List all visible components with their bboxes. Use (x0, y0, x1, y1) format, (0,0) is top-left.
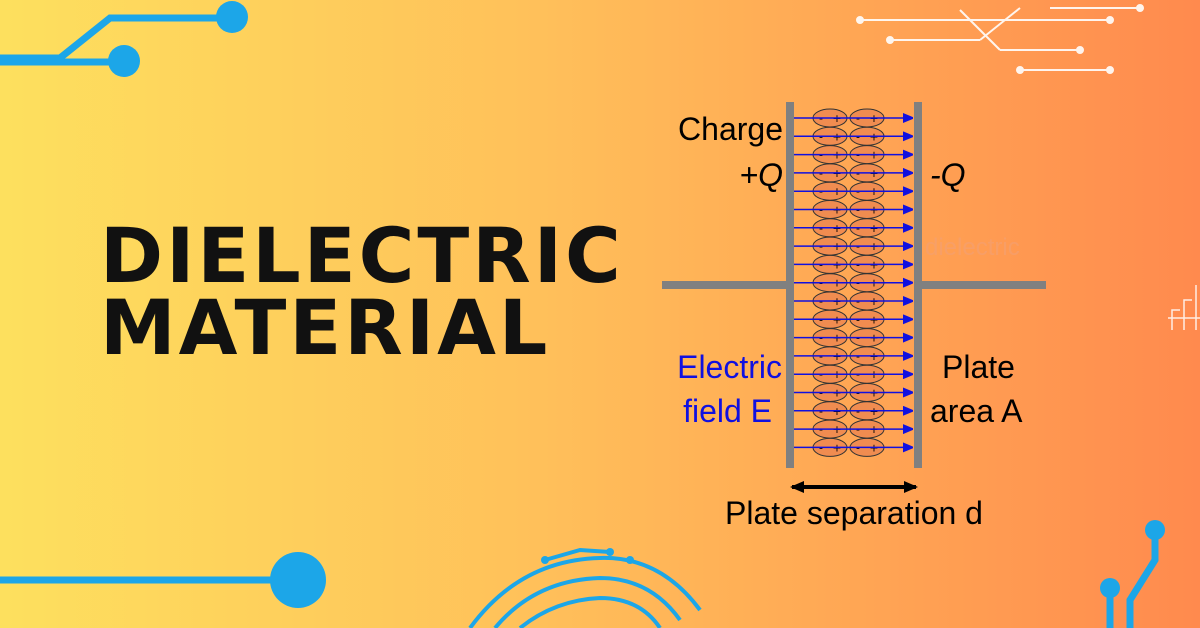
circuit-node-icon (216, 1, 248, 33)
plate-negative (914, 102, 922, 468)
plus-q-label: +Q (739, 157, 783, 193)
circuit-node-icon (108, 45, 140, 77)
circuit-swirl-bottom (468, 547, 702, 628)
page-title-line-1: DIELECTRIC (100, 211, 624, 300)
charge-label: Charge (678, 111, 783, 147)
page-title-line-2: MATERIAL (100, 283, 551, 372)
dielectric-label: dielectric (925, 234, 1020, 261)
plate-area-label-line1: Plate (942, 349, 1015, 385)
field-lines (794, 118, 912, 447)
circuit-trace-right-edge (1168, 285, 1200, 330)
electric-field-label-line2: field E (683, 393, 772, 429)
plate-area-label-line2: area A (930, 393, 1023, 429)
circuit-trace-top-right (856, 4, 1144, 74)
minus-q-label: -Q (930, 157, 966, 193)
circuit-node-icon (1145, 520, 1165, 540)
circuit-trace-top-left (0, 14, 220, 66)
circuit-trace-bottom-left (0, 552, 326, 608)
electric-field-label-line1: Electric (677, 349, 782, 385)
plate-separation-label: Plate separation d (725, 495, 983, 531)
circuit-node-icon (1100, 578, 1120, 598)
plate-positive (786, 102, 794, 468)
